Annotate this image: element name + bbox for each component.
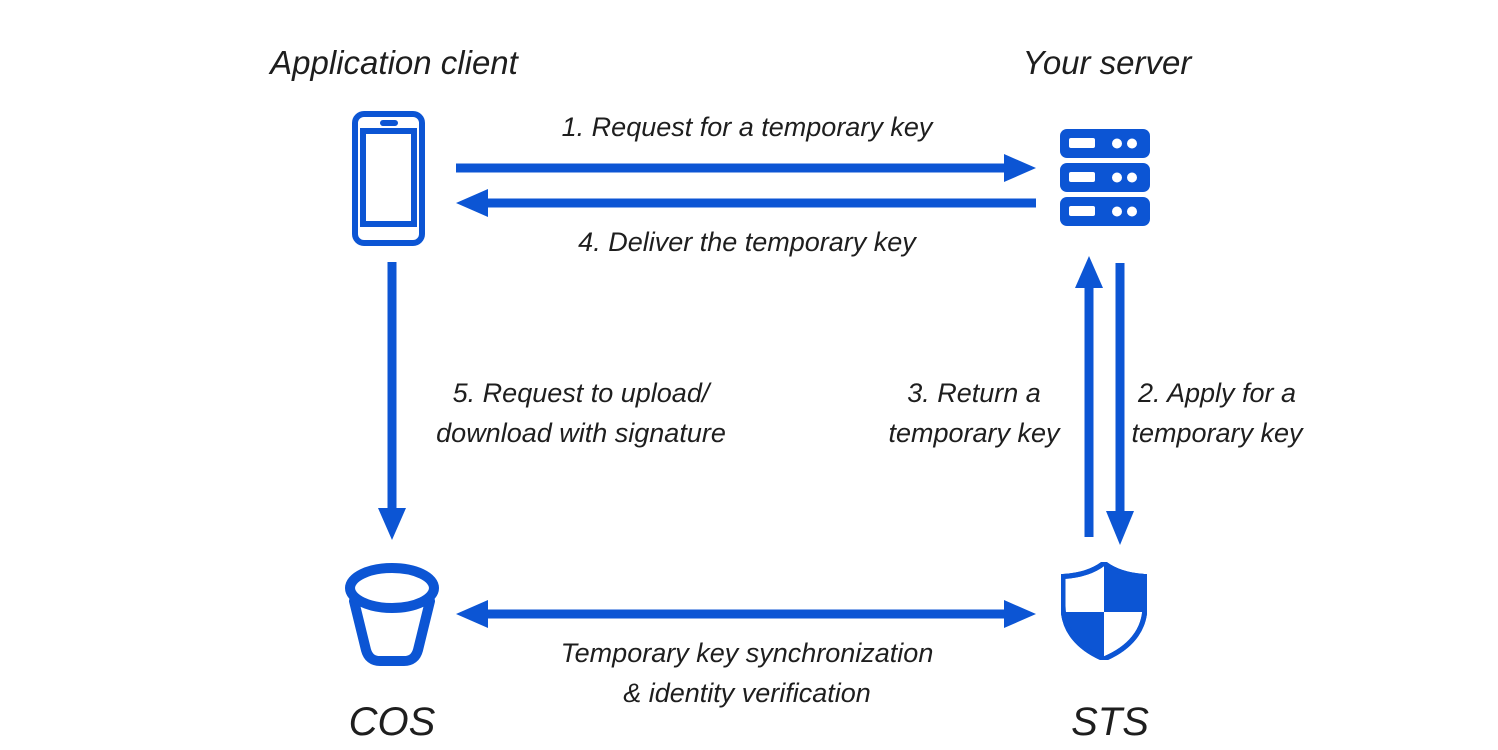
step1-label: 1. Request for a temporary key [561, 112, 933, 142]
arrow-step4-left [456, 189, 1036, 217]
storage-bucket-icon [345, 563, 439, 666]
arrow-step3-up [1075, 256, 1103, 537]
arrow-step5-down [378, 262, 406, 540]
arrow-sync-double [456, 600, 1036, 628]
arrow-step1-right [456, 154, 1036, 182]
server-rack-icon [1060, 129, 1150, 226]
sts-node-label: STS [1071, 700, 1149, 744]
security-shield-icon [1061, 562, 1147, 660]
step2-label: 2. Apply for a temporary key [1131, 378, 1303, 448]
step5-label: 5. Request to upload/ download with sign… [436, 378, 726, 448]
step4-label: 4. Deliver the temporary key [578, 227, 916, 257]
client-node-title: Application client [270, 44, 518, 81]
cos-node-label: COS [348, 700, 436, 744]
arrow-step2-down [1106, 263, 1134, 545]
step3-label: 3. Return a temporary key [888, 378, 1060, 448]
sync-label: Temporary key synchronization & identity… [560, 638, 934, 708]
smartphone-icon [352, 111, 425, 246]
server-node-title: Your server [1022, 44, 1192, 81]
